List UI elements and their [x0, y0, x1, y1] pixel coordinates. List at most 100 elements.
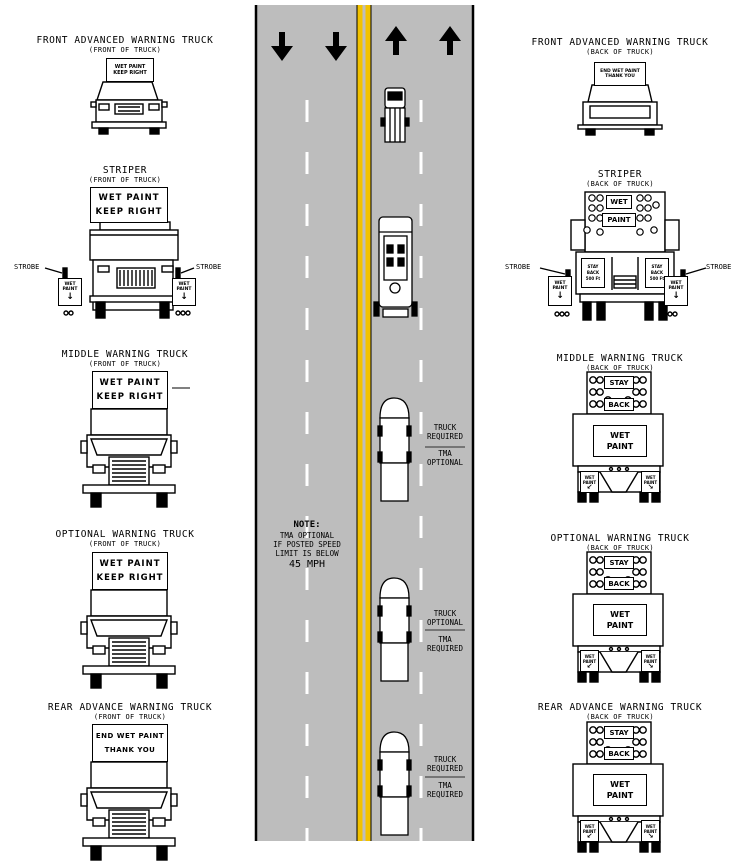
- strobe-label-right: STROBE: [196, 263, 222, 271]
- arrow-board-light: [639, 376, 647, 384]
- arrow-board-light: [639, 568, 647, 576]
- truck-note-line: OPTIONAL: [426, 618, 464, 627]
- lane-dash: [305, 828, 309, 850]
- sign-line: WET: [584, 474, 595, 480]
- sign-line: WET: [670, 281, 682, 286]
- lane-dash: [305, 256, 309, 278]
- arrow-down-left-icon: ↙: [586, 482, 593, 491]
- strobe-light-icon: [175, 310, 191, 316]
- sign-line: PAINT: [582, 828, 597, 834]
- arrow-board-light: [588, 194, 596, 202]
- left-truck-1-title: FRONT ADVANCED WARNING TRUCK: [36, 35, 214, 46]
- right-truck-3-sign: WET PAINT: [593, 425, 647, 457]
- arrow-board-light: [639, 580, 647, 588]
- left-truck-2-sign: WET PAINT KEEP RIGHT: [90, 187, 168, 223]
- lane-dash: [419, 308, 423, 330]
- left-lane-dashes: [305, 100, 309, 850]
- road-truck-optional: [377, 577, 412, 682]
- truck-note-line: OPTIONAL: [426, 458, 464, 467]
- arrow-down-right-icon: ↘: [647, 482, 654, 491]
- lane-dash: [419, 360, 423, 382]
- road-truck-advance: [380, 87, 410, 143]
- sign-line: WET: [610, 780, 630, 789]
- arrow-board-light: [639, 738, 647, 746]
- sign-line: WET: [610, 610, 630, 619]
- arrow-board-light: [636, 194, 644, 202]
- road-truck-striper: [373, 216, 418, 318]
- arrow-board-light: [639, 726, 647, 734]
- strobe-light-icon: [667, 311, 678, 317]
- right-truck-1-subtitle: (BACK OF TRUCK): [586, 48, 654, 56]
- right-truck-1-title: FRONT ADVANCED WARNING TRUCK: [531, 37, 709, 48]
- sign-line: WET: [584, 823, 595, 829]
- arrow-down-icon: ↓: [672, 291, 680, 301]
- sign-line: WET PAINT: [99, 378, 161, 388]
- arrow-board-light: [632, 568, 640, 576]
- sign-line: PAINT: [606, 442, 634, 451]
- arrow-board-light: [639, 388, 647, 396]
- sign-line: STAY: [651, 264, 663, 269]
- right-truck-4-stay: STAY: [604, 556, 634, 569]
- arrow-board-light: [589, 738, 597, 746]
- lane-dash: [419, 152, 423, 174]
- lane-dash: [305, 308, 309, 330]
- sign-line: STAY: [587, 264, 599, 269]
- arrow-board-light: [589, 400, 597, 408]
- arrow-board-light: [596, 400, 604, 408]
- left-truck-2-title: STRIPER: [102, 165, 148, 176]
- lane-dash: [305, 152, 309, 174]
- arrow-up-icon: [439, 26, 461, 55]
- right-truck-5-back: BACK: [604, 747, 634, 760]
- arrow-board-light: [644, 204, 652, 212]
- arrow-board-light: [636, 204, 644, 212]
- warning-truck-front: [80, 589, 178, 689]
- arrow-board-light: [636, 214, 644, 222]
- left-striper-side-sign-left: WET PAINT ↓: [58, 278, 82, 306]
- arrow-board-light: [589, 556, 597, 564]
- arrow-board-light: [632, 388, 640, 396]
- arrow-board-light: [596, 204, 604, 212]
- road-note-line: 45 MPH: [288, 559, 326, 570]
- arrow-board-light: [589, 568, 597, 576]
- lane-dash: [305, 100, 309, 122]
- sign-line: 500 Ft: [649, 276, 665, 281]
- truck-note-line: TMA: [438, 781, 452, 790]
- right-truck-1-sign: END WET PAINT THANK YOU: [594, 62, 646, 86]
- right-truck-3-tma-left: WET PAINT ↙: [580, 471, 599, 493]
- arrow-board-light: [596, 568, 604, 576]
- sign-line: PAINT: [552, 286, 568, 291]
- lane-dash: [419, 620, 423, 642]
- left-truck-5-sign: END WET PAINT THANK YOU: [92, 724, 168, 762]
- truck-note-1: TRUCK REQUIRED TMA OPTIONAL: [420, 423, 470, 467]
- left-truck-5-title: REAR ADVANCE WARNING TRUCK: [47, 702, 213, 713]
- right-truck-3-stay: STAY: [604, 376, 634, 389]
- sign-line: WET: [178, 282, 190, 287]
- right-truck-4-back: BACK: [604, 577, 634, 590]
- arrow-board-light: [588, 204, 596, 212]
- sign-line: KEEP RIGHT: [96, 392, 164, 402]
- lane-dash: [305, 620, 309, 642]
- lane-dash: [419, 568, 423, 590]
- truck-note-line: REQUIRED: [426, 790, 464, 799]
- arrow-board-light: [596, 194, 604, 202]
- road-note-line: IF POSTED SPEED: [273, 540, 341, 549]
- lane-dash: [305, 412, 309, 434]
- left-truck-3-subtitle: (FRONT OF TRUCK): [88, 360, 162, 368]
- lane-dash: [419, 464, 423, 486]
- arrow-board-light: [583, 226, 591, 234]
- sign-line: KEEP RIGHT: [95, 207, 163, 217]
- arrow-down-icon: [271, 32, 293, 61]
- truck-note-2: TRUCK OPTIONAL TMA REQUIRED: [420, 609, 470, 653]
- right-striper-stay-back-left: STAY BACK 500 Ft: [581, 258, 605, 288]
- sign-line: WET: [645, 653, 656, 659]
- lane-dash: [419, 724, 423, 746]
- arrow-down-right-icon: ↘: [647, 831, 654, 840]
- right-truck-4-tma-right: WET PAINT ↘: [641, 650, 660, 672]
- arrow-board-light: [632, 738, 640, 746]
- left-truck-3-sign: WET PAINT KEEP RIGHT: [92, 371, 168, 409]
- right-truck-3-subtitle: (BACK OF TRUCK): [586, 364, 654, 372]
- arrow-board-light: [636, 228, 644, 236]
- sign-line: PAINT: [643, 479, 658, 485]
- arrow-board-light: [596, 738, 604, 746]
- lane-dash: [305, 516, 309, 538]
